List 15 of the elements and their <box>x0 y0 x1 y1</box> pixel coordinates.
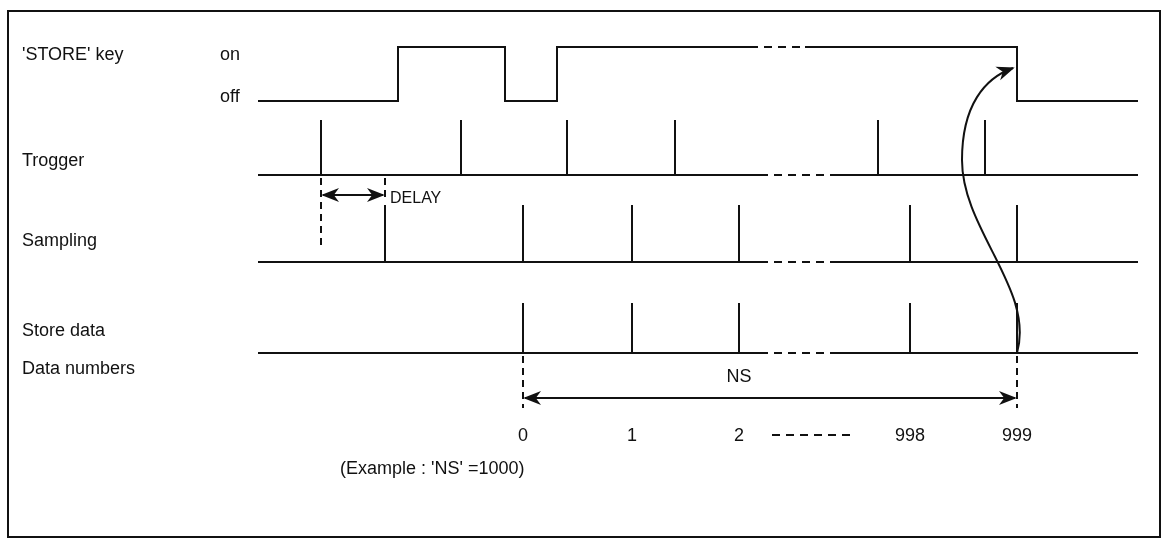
state-label: off <box>220 86 240 106</box>
data-number: 999 <box>1002 425 1033 445</box>
dimension-label: NS <box>726 366 752 386</box>
signal-name: Sampling <box>22 230 98 250</box>
state-label: on <box>220 44 241 64</box>
data-number: 0 <box>518 425 528 445</box>
signal-name: Data numbers <box>22 358 136 378</box>
signal-name: Trogger <box>22 150 85 170</box>
signal-name: 'STORE' key <box>22 44 124 64</box>
example-note: (Example : 'NS' =1000) <box>340 458 525 478</box>
data-number: 1 <box>627 425 637 445</box>
delay-label: DELAY <box>390 188 442 208</box>
data-number: 998 <box>895 425 926 445</box>
signal-name: Store data <box>22 320 106 340</box>
data-number: 2 <box>734 425 744 445</box>
